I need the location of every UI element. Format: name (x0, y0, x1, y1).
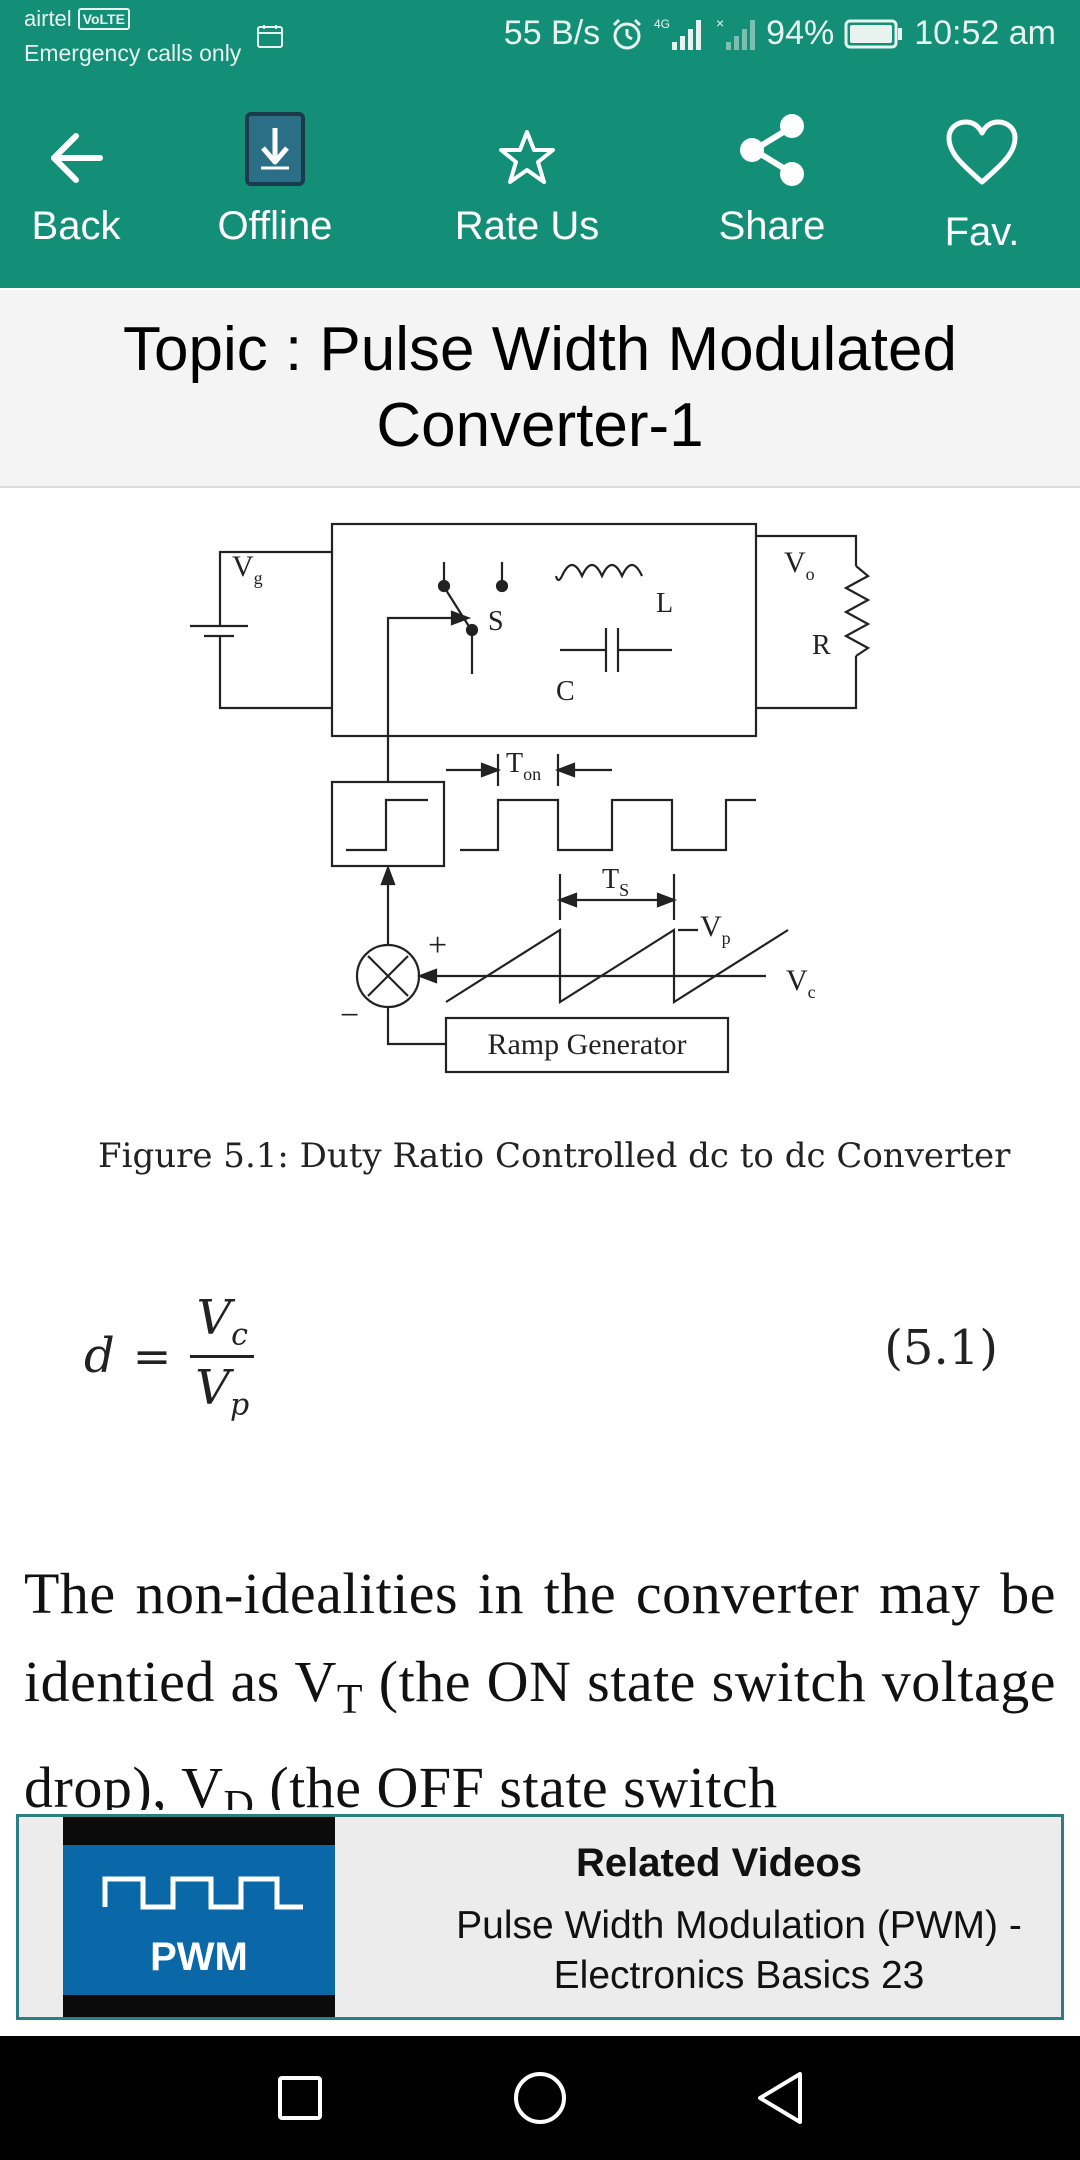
equation-numerator: Vc (190, 1290, 254, 1358)
toolbar: Back Offline Rate Us (0, 72, 1080, 288)
svg-text:×: × (716, 16, 724, 31)
duty-ratio-equation: d = Vc Vp (84, 1290, 255, 1422)
offline-button[interactable]: Offline (210, 72, 340, 288)
no-signal-icon: × (716, 16, 756, 50)
system-nav-bar (0, 2036, 1080, 2160)
share-button[interactable]: Share (706, 72, 838, 288)
body-paragraph: The non-idealities in the converter may … (24, 1561, 1056, 1810)
carrier-info: airtel VoLTE (24, 6, 130, 32)
ramp-generator-box (444, 1016, 730, 1074)
equation-denominator: Vp (195, 1359, 250, 1423)
output-wire-top (756, 534, 858, 566)
resistor-label: R (812, 630, 831, 661)
ts-label: TS (602, 864, 629, 900)
battery-percent: 94% (766, 14, 835, 52)
alarm-icon (613, 18, 642, 49)
status-right: 55 B/s 4G × 94% 10:52 am (504, 14, 1056, 53)
gate-arrow (450, 610, 472, 626)
vo-label: Vo (784, 546, 815, 584)
emergency-calls-text: Emergency calls only (24, 40, 242, 66)
topic-header: Topic : Pulse Width Modulated Converter-… (0, 290, 1080, 488)
star-icon (499, 130, 555, 184)
recent-apps-icon (278, 2076, 322, 2120)
home-icon (514, 2072, 566, 2124)
equation-equals: = (132, 1329, 172, 1384)
vc-arrow (416, 968, 438, 984)
converter-box (330, 522, 758, 738)
comparator-step (346, 798, 428, 852)
related-video-title[interactable]: Pulse Width Modulation (PWM) - Electroni… (456, 1904, 1022, 1997)
volte-badge: VoLTE (77, 8, 130, 30)
home-button[interactable] (508, 2066, 572, 2130)
switch-contact-left (437, 579, 451, 593)
related-videos-card[interactable]: PWM Related Videos Pulse Width Modulatio… (16, 1814, 1064, 2020)
status-bar: airtel VoLTE Emergency calls only 55 B/s… (0, 0, 1080, 72)
back-label: Back (31, 204, 121, 248)
nav-back-button[interactable] (748, 2066, 812, 2130)
plus-sign: + (428, 927, 447, 964)
thumbnail-band-top (63, 1817, 335, 1845)
clock-time: 10:52 am (914, 14, 1056, 52)
carrier-name: airtel (24, 6, 72, 31)
ramp-feedback-wire (386, 1008, 446, 1046)
recent-apps-button[interactable] (268, 2066, 332, 2130)
network-speed: 55 B/s (503, 14, 601, 52)
back-button[interactable]: Back (20, 72, 132, 288)
ts-arrow-right-head (656, 892, 678, 908)
vg-wire-bottom (218, 636, 332, 710)
rate-us-button[interactable]: Rate Us (440, 72, 614, 288)
related-videos-heading: Related Videos (575, 1841, 863, 1885)
vc-label: Vc (786, 964, 816, 1002)
vg-wire-top (218, 550, 332, 626)
battery-icon (844, 19, 903, 48)
equation-fraction: Vc Vp (189, 1290, 255, 1422)
output-wire-bottom (756, 656, 858, 710)
square-wave-icon (102, 1876, 303, 1910)
ramp-sawtooth (445, 928, 789, 1004)
gate-drive-wire (386, 616, 456, 782)
equation-number: (5.1) (884, 1320, 998, 1376)
video-thumbnail[interactable]: PWM (63, 1817, 335, 2017)
ton-arrow-right-head (554, 762, 576, 778)
thumbnail-text: PWM (150, 1935, 248, 1979)
figure-caption: Figure 5.1: Duty Ratio Controlled dc to … (98, 1136, 1011, 1176)
ton-label: Ton (506, 748, 541, 784)
capacitor-label: C (556, 676, 575, 707)
rate-us-label: Rate Us (454, 204, 600, 248)
favorite-button[interactable]: Fav. (930, 72, 1034, 288)
heart-icon (946, 119, 1018, 185)
switch-blade (445, 589, 471, 629)
offline-label: Offline (217, 204, 333, 248)
signal-icon: 4G (654, 17, 702, 50)
thumbnail-band-bottom (63, 1995, 335, 2017)
comparator-input-arrow (380, 864, 396, 886)
equation-lhs: d (84, 1328, 115, 1385)
pwm-converter-diagram: Vg S L C Vo R (190, 522, 871, 1074)
inductor-coil (560, 563, 644, 579)
topic-title: Topic : Pulse Width Modulated Converter-… (123, 315, 957, 460)
inductor-lead (554, 575, 563, 582)
favorite-label: Fav. (944, 210, 1020, 254)
article-content: Vg S L C Vo R (0, 490, 1080, 1810)
switch-label: S (488, 606, 504, 637)
pwm-waveform (460, 798, 756, 852)
switch-contact-right (495, 579, 509, 593)
resistor-zigzag (843, 565, 871, 657)
ramp-generator-label: Ramp Generator (487, 1028, 686, 1061)
comparator-block (330, 780, 446, 868)
vp-label: Vp (700, 910, 731, 948)
ts-arrow-left-head (556, 892, 578, 908)
inductor-label: L (656, 588, 673, 619)
back-triangle-icon (758, 2072, 802, 2124)
share-icon (740, 114, 804, 186)
sim-card-icon (257, 25, 283, 48)
junction-cross-2 (367, 955, 409, 997)
back-arrow-icon (51, 133, 103, 183)
share-label: Share (718, 204, 826, 248)
ton-arrow-left-head (480, 762, 502, 778)
minus-sign: − (340, 997, 359, 1034)
svg-text:4G: 4G (654, 17, 670, 31)
vg-label: Vg (232, 550, 263, 588)
download-icon (245, 112, 305, 186)
